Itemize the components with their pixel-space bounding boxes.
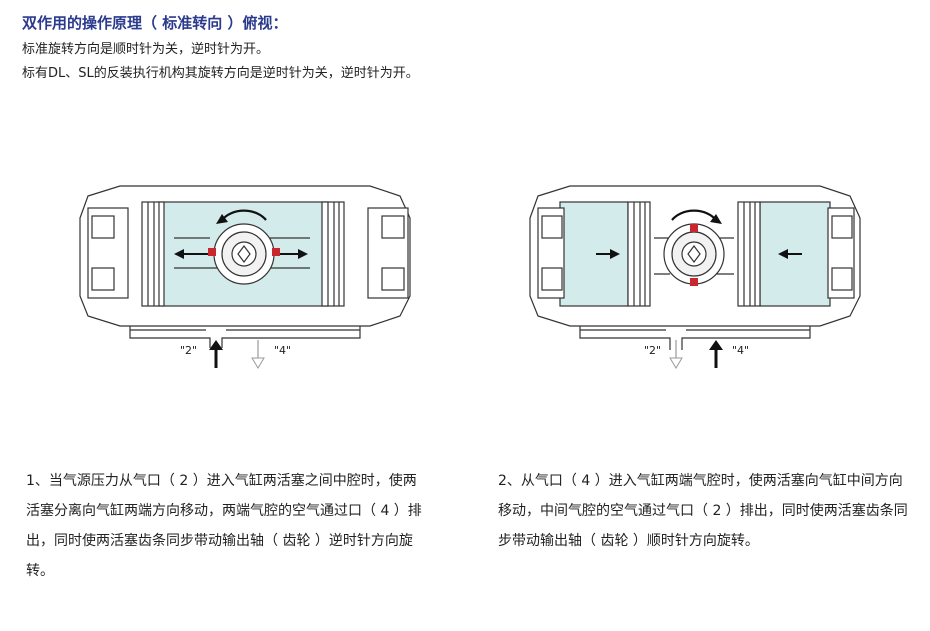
description-line-1: 标准旋转方向是顺时针为关，逆时针为开。 bbox=[22, 42, 270, 57]
piston-right bbox=[321, 201, 345, 307]
piston-right bbox=[737, 201, 761, 307]
port-2-exhaust-arrow bbox=[669, 357, 683, 369]
description-line-2: 标有DL、SL的反装执行机构其旋转方向是逆时针为关，逆时针为开。 bbox=[22, 66, 419, 81]
page-title: 双作用的操作原理（ 标准转向 ）俯视： bbox=[22, 14, 288, 32]
port-4-exhaust-arrow bbox=[251, 357, 265, 369]
port-4-inlet-arrow bbox=[709, 340, 723, 350]
arrow-left-inward bbox=[610, 249, 620, 259]
caption-left: 1、当气源压力从气口（ 2 ）进入气缸两活塞之间中腔时，使两活塞分离向气缸两端方… bbox=[26, 473, 422, 579]
port-2-label: "2" bbox=[180, 344, 198, 357]
port-4-label: "4" bbox=[732, 344, 750, 357]
port-4-label: "4" bbox=[274, 344, 292, 357]
actuator-drawing-right bbox=[529, 185, 861, 369]
piston-left bbox=[141, 201, 165, 307]
arrow-right-outward bbox=[298, 249, 308, 259]
arrow-left-outward bbox=[174, 249, 184, 259]
seal-left bbox=[208, 248, 216, 256]
actuator-diagram-right: "2" "4" bbox=[520, 178, 880, 382]
piston-left bbox=[627, 201, 651, 307]
caption-right: 2、从气口（ 4 ）进入气缸两端气腔时，使两活塞向气缸中间方向移动，中间气腔的空… bbox=[498, 473, 908, 549]
arrow-right-inward bbox=[778, 249, 788, 259]
actuator-housing bbox=[79, 185, 411, 327]
port-2-label: "2" bbox=[644, 344, 662, 357]
actuator-diagram-left: "2" "4" bbox=[70, 178, 430, 382]
rotation-arrow-cw bbox=[671, 209, 717, 221]
seal-top bbox=[690, 224, 698, 232]
port-2-inlet-arrow bbox=[209, 340, 223, 350]
rotation-arrow-ccw bbox=[221, 209, 267, 221]
seal-right bbox=[272, 248, 280, 256]
seal-bottom bbox=[690, 278, 698, 286]
actuator-drawing-left bbox=[79, 185, 411, 369]
actuator-housing bbox=[529, 185, 861, 327]
